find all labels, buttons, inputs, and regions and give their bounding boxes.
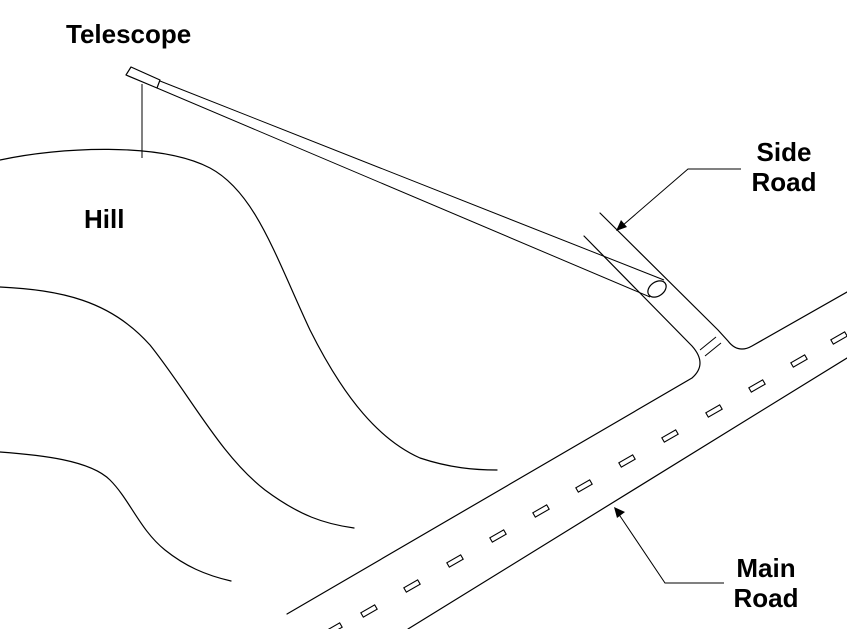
hill-label: Hill xyxy=(84,204,125,234)
side-road-stop-line-b xyxy=(704,342,722,357)
side-road-label: Side Road xyxy=(747,137,821,197)
field-of-view-ellipse xyxy=(647,280,667,298)
sight-line-lower xyxy=(156,87,651,298)
center-dash xyxy=(705,404,723,418)
sight-line-upper xyxy=(159,80,665,281)
center-dash xyxy=(661,429,679,443)
main-road-lower-edge xyxy=(407,357,847,629)
center-dash xyxy=(748,379,766,393)
center-dash xyxy=(575,479,593,493)
side-road-arrow-icon xyxy=(616,220,627,231)
side-road-leader-line xyxy=(621,168,741,227)
hill-contour-bottom xyxy=(0,451,232,582)
side-road-label-line1: Side xyxy=(756,137,812,167)
center-dash xyxy=(790,354,808,368)
center-dash xyxy=(325,622,343,629)
center-dash xyxy=(618,454,636,468)
main-road-arrow-icon xyxy=(614,507,625,518)
main-road-label-line1: Main xyxy=(736,553,796,583)
main-road-center-dashes xyxy=(325,331,847,629)
telescope-label: Telescope xyxy=(66,19,192,49)
center-dash xyxy=(830,331,847,345)
main-road-label-line2: Road xyxy=(733,583,799,613)
side-road-stop-line-a xyxy=(699,336,717,351)
side-road-label-line2: Road xyxy=(751,167,817,197)
side-road-right-edge xyxy=(599,212,847,350)
center-dash xyxy=(446,554,464,568)
hill-contour-top xyxy=(0,148,498,471)
main-road-label: Main Road xyxy=(728,553,804,613)
telescope-icon xyxy=(125,66,161,89)
center-dash xyxy=(360,604,378,618)
side-road-left-edge xyxy=(286,235,701,615)
hill-contour-middle xyxy=(0,286,355,529)
center-dash xyxy=(489,529,507,543)
center-dash xyxy=(532,504,550,518)
main-road-leader-line xyxy=(617,512,724,584)
center-dash xyxy=(403,579,421,593)
